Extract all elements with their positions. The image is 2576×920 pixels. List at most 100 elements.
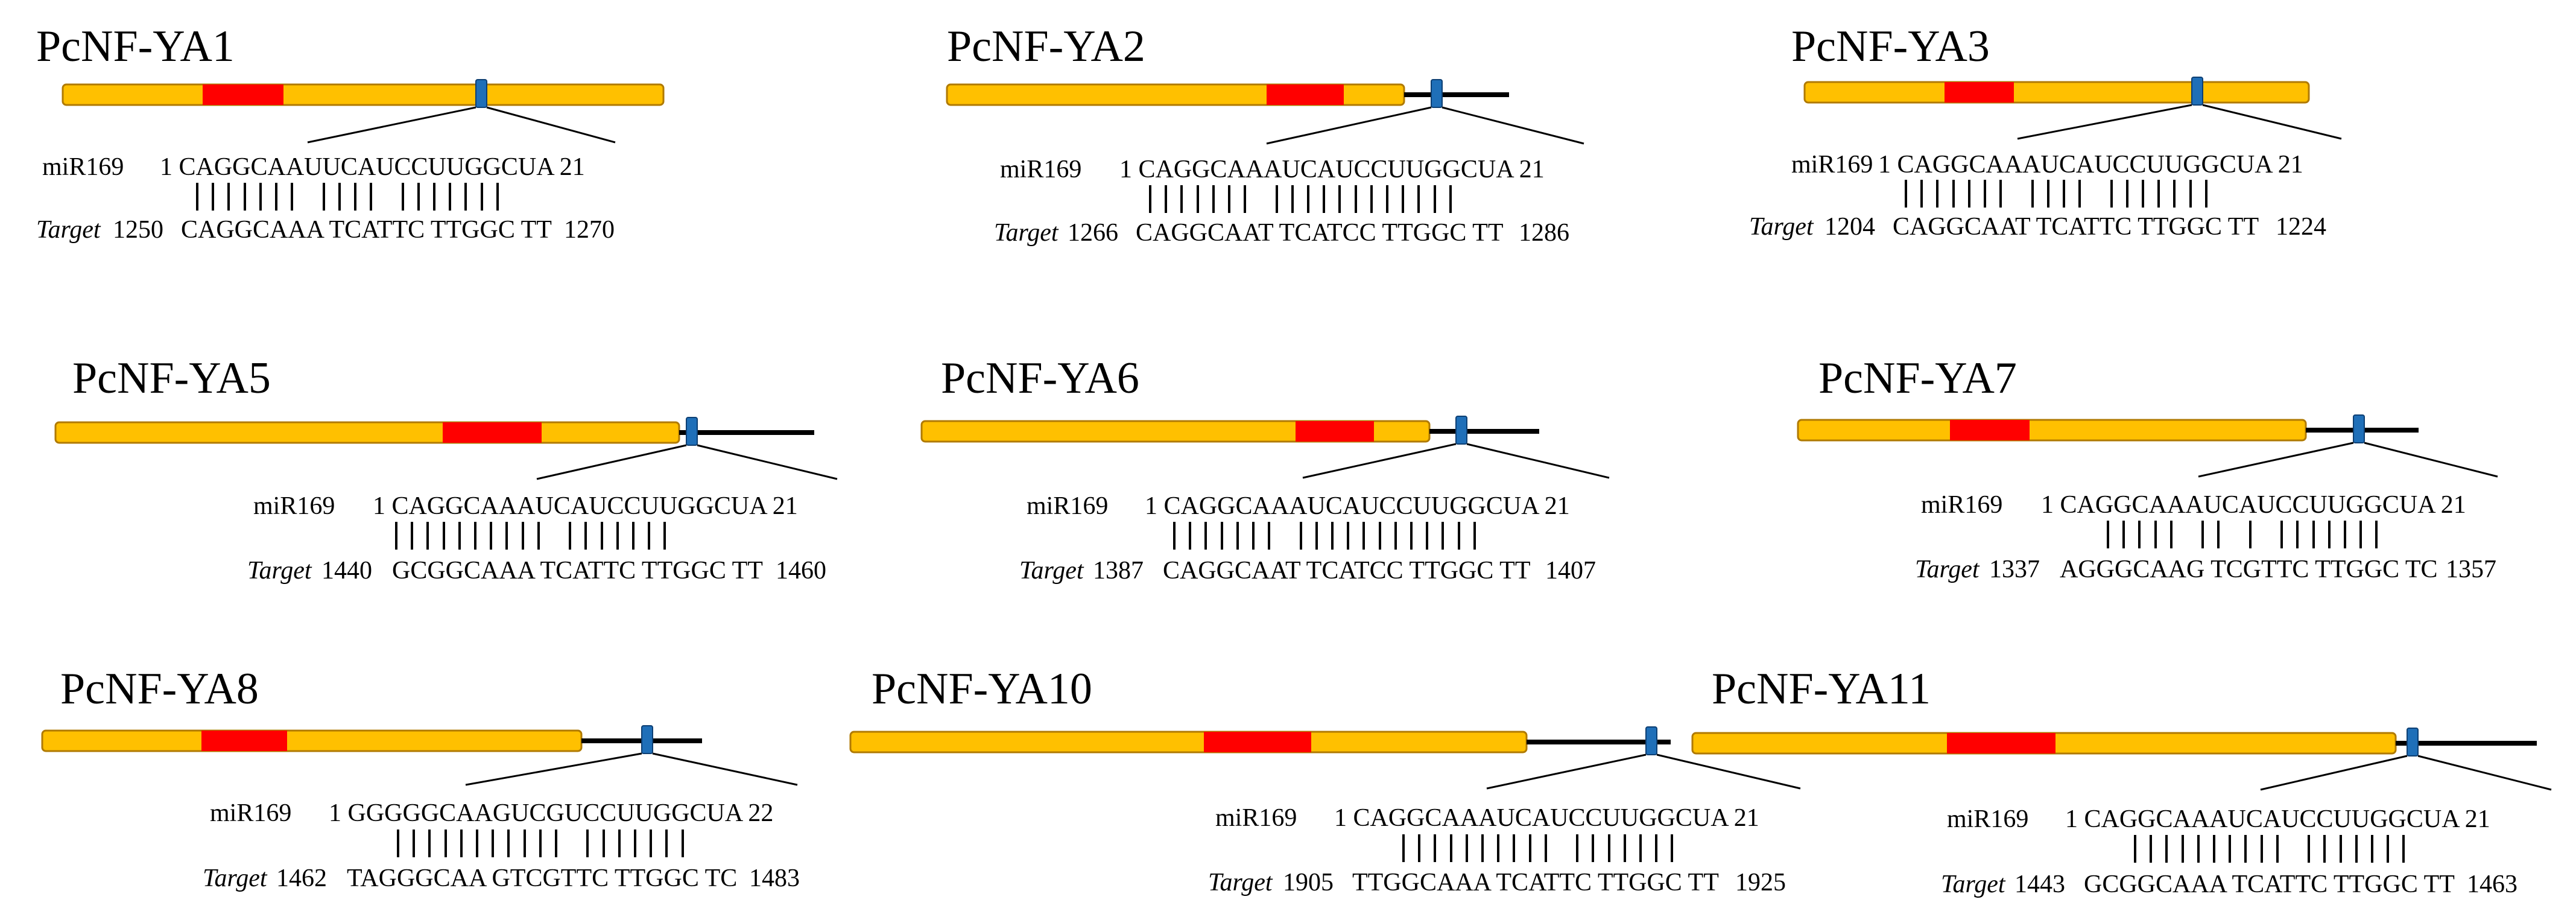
pairing-bar xyxy=(1212,185,1215,213)
pairing-bar xyxy=(1592,834,1595,862)
target-start: 1387 xyxy=(1093,557,1144,585)
pairing-bar xyxy=(354,183,356,211)
target-start: 1250 xyxy=(113,216,163,244)
pairing-bar xyxy=(2154,521,2157,548)
zoom-line-right xyxy=(2364,442,2498,478)
mirna-sequence: 1 CAGGCAAAUCAUCCUUGGCUA 21 xyxy=(373,492,798,520)
gene-structure xyxy=(1691,728,2552,791)
pairing-bar xyxy=(1999,180,2002,208)
mirna-sequence: 1 CAGGCAAAUCAUCCUUGGCUA 21 xyxy=(1334,804,1759,832)
pairing-bar xyxy=(480,183,483,211)
gene-structure xyxy=(920,416,1610,479)
pairing-bar xyxy=(1275,185,1278,213)
pairing-bar xyxy=(634,830,636,857)
mirna-binding-site xyxy=(2353,414,2365,443)
pairing-bar xyxy=(1576,834,1579,862)
zoom-line-left xyxy=(2198,442,2354,478)
pairing-bar xyxy=(2359,521,2362,548)
conserved-domain xyxy=(203,84,283,105)
mirna-label: miR169 xyxy=(1791,151,1873,179)
conserved-domain xyxy=(1204,732,1311,752)
gene-title: PcNF-YA8 xyxy=(60,664,259,714)
pairing-bar xyxy=(243,183,246,211)
gene-structure xyxy=(62,79,665,144)
pairing-bar xyxy=(665,830,668,857)
zoom-line-right xyxy=(1466,443,1610,479)
pairing-bar xyxy=(1623,834,1626,862)
pairing-bar xyxy=(476,830,478,857)
pairing-bar xyxy=(569,522,572,550)
pairing-bar xyxy=(444,830,447,857)
pairing-bar xyxy=(602,830,605,857)
target-sequence: GCGGCAAA TCATTC TTGGC TT xyxy=(392,557,763,585)
pairing-bar xyxy=(2276,835,2279,863)
orf-bar xyxy=(41,729,583,752)
pairing-bar xyxy=(1639,834,1642,862)
mirna-binding-site xyxy=(2407,728,2419,757)
pairing-bar xyxy=(1228,185,1230,213)
pairing-bar xyxy=(2204,180,2207,208)
zoom-line-left xyxy=(1486,753,1647,790)
gene-title: PcNF-YA5 xyxy=(72,354,271,403)
pairing-bar xyxy=(555,830,557,857)
zoom-line-right xyxy=(1656,753,1801,790)
pairing-bar xyxy=(1497,834,1500,862)
pairing-bar xyxy=(1449,185,1452,213)
pairing-bar xyxy=(2402,835,2405,863)
pairing-bar xyxy=(259,183,262,211)
pairing-bar xyxy=(632,522,635,550)
orf-bar xyxy=(849,731,1528,753)
pairing-bar xyxy=(2063,180,2065,208)
target-sequence: TAGGGCAA GTCGTTC TTGGC TC xyxy=(347,864,738,892)
pairing-bar xyxy=(395,522,397,550)
pairing-bar xyxy=(2328,521,2331,548)
zoom-line-right xyxy=(1441,106,1584,145)
orf-bar xyxy=(1803,81,2310,104)
target-label: Target xyxy=(994,219,1059,247)
pairing-bar xyxy=(1905,180,1907,208)
gene-title: PcNF-YA7 xyxy=(1818,354,2017,403)
pairing-bar xyxy=(2201,521,2204,548)
pairing-bar xyxy=(1417,185,1420,213)
pairing-bar xyxy=(449,183,452,211)
pairing-bar xyxy=(2150,835,2153,863)
target-start: 1266 xyxy=(1068,219,1118,247)
pairing-bar xyxy=(1457,522,1460,550)
pairing-bar xyxy=(1189,522,1192,550)
pairing-bar xyxy=(411,522,414,550)
pairing-bar xyxy=(1338,185,1341,213)
gene-title: PcNF-YA10 xyxy=(872,664,1092,714)
pairing-bar xyxy=(1204,522,1207,550)
pairing-bar xyxy=(460,830,463,857)
zoom-line-left xyxy=(1266,106,1432,145)
pairing-bar xyxy=(1920,180,1923,208)
pairing-bar xyxy=(291,183,294,211)
pairing-bar xyxy=(401,183,404,211)
pairing-bar xyxy=(2110,180,2113,208)
pairing-bar xyxy=(1149,185,1151,213)
gene-title: PcNF-YA3 xyxy=(1791,22,1990,71)
pairing-bar xyxy=(1268,522,1271,550)
zoom-line-left xyxy=(2017,104,2192,140)
pairing-bar xyxy=(1394,522,1397,550)
pairing-bar xyxy=(1473,522,1476,550)
pairing-bar xyxy=(650,830,653,857)
mirna-sequence: 1 CAGGCAAAUCAUCCUUGGCUA 21 xyxy=(2041,491,2466,519)
pairing-bar xyxy=(1220,522,1223,550)
target-end: 1483 xyxy=(749,864,800,892)
mirna-sequence: 1 CAGGCAAUUCAUCCUUGGCUA 21 xyxy=(160,153,585,181)
target-end: 1270 xyxy=(564,216,615,244)
pairing-bar xyxy=(600,522,603,550)
pairing-bar xyxy=(1671,834,1674,862)
pairing-bar xyxy=(1441,522,1445,550)
pairing-bar xyxy=(1434,834,1437,862)
pairing-bar xyxy=(2181,835,2184,863)
mirna-label: miR169 xyxy=(1921,491,2003,519)
pairing-bar xyxy=(2157,180,2160,208)
zoom-line-right xyxy=(652,752,798,786)
pairing-bar xyxy=(458,522,461,550)
pairing-bar xyxy=(2031,180,2034,208)
pairing-bar xyxy=(1370,185,1373,213)
pairing-bar xyxy=(618,830,621,857)
pairing-bar xyxy=(397,830,399,857)
